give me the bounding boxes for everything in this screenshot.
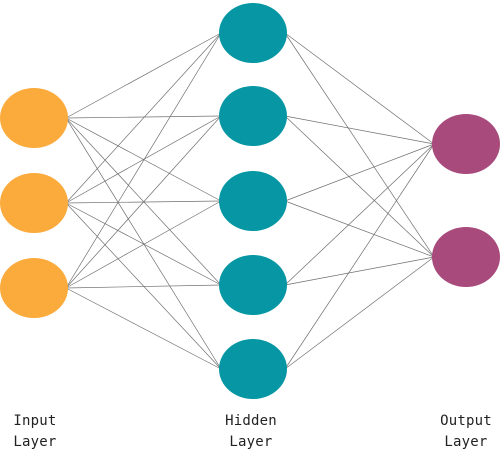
neuron-nodes [0, 3, 500, 399]
connection-hidden-5-to-output-1 [284, 143, 435, 370]
input-layer-label: Input Layer [13, 413, 57, 450]
connection-input-1-to-hidden-5 [65, 117, 222, 370]
connection-input-2-to-hidden-1 [65, 32, 222, 204]
connection-hidden-2-to-output-2 [284, 115, 435, 258]
output-node-2 [432, 227, 500, 287]
hidden-layer-label: Hidden Layer [225, 413, 277, 450]
connection-input-3-to-hidden-3 [65, 200, 222, 289]
connection-hidden-3-to-output-2 [284, 200, 435, 258]
connection-hidden-5-to-output-2 [284, 256, 435, 370]
input-node-1 [0, 88, 68, 148]
hidden-node-2 [219, 86, 287, 146]
connection-hidden-4-to-output-1 [284, 143, 435, 286]
connection-input-3-to-hidden-1 [65, 32, 222, 289]
connection-hidden-2-to-output-1 [284, 115, 435, 145]
connection-hidden-1-to-output-2 [284, 32, 435, 258]
connection-input-1-to-hidden-2 [65, 115, 222, 119]
input-node-3 [0, 258, 68, 318]
connection-lines [65, 32, 435, 370]
connection-input-2-to-hidden-5 [65, 202, 222, 370]
input-node-2 [0, 173, 68, 233]
hidden-node-5 [219, 339, 287, 399]
connection-hidden-4-to-output-2 [284, 256, 435, 286]
connection-input-3-to-hidden-2 [65, 115, 222, 289]
output-layer-label: Output Layer [440, 413, 492, 450]
connection-hidden-3-to-output-1 [284, 143, 435, 202]
hidden-node-4 [219, 255, 287, 315]
hidden-node-3 [219, 171, 287, 231]
connection-hidden-1-to-output-1 [284, 32, 435, 145]
connection-input-2-to-hidden-2 [65, 115, 222, 204]
connection-input-1-to-hidden-1 [65, 32, 222, 119]
connection-input-3-to-hidden-4 [65, 284, 222, 289]
hidden-node-1 [219, 3, 287, 63]
connection-input-2-to-hidden-4 [65, 202, 222, 286]
output-node-1 [432, 114, 500, 174]
connection-input-3-to-hidden-5 [65, 287, 222, 370]
